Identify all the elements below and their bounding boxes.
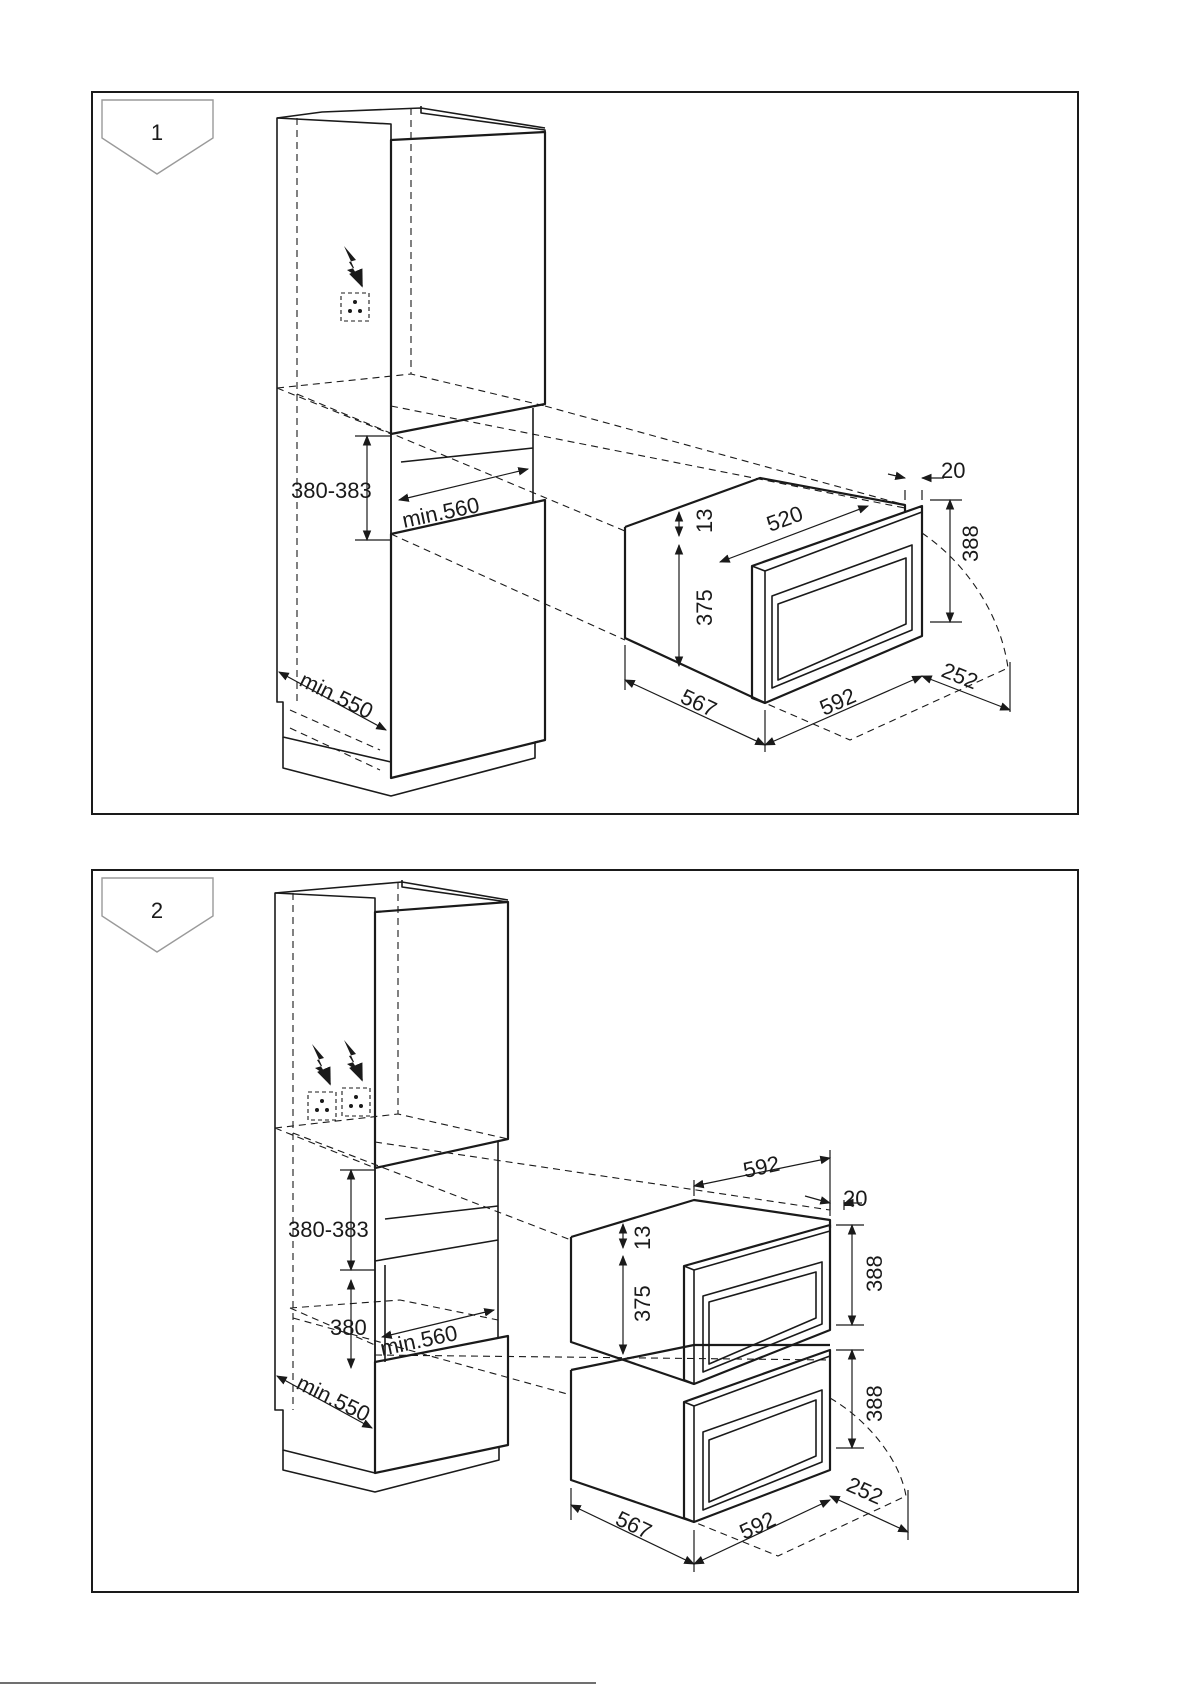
electrical-hazard-icon bbox=[344, 1040, 362, 1080]
dim-top-gap: 13 bbox=[630, 1226, 655, 1250]
dim-top-gap: 13 bbox=[692, 509, 717, 533]
appliance-fig2-upper bbox=[571, 1200, 830, 1384]
dim-lower-height: 380 bbox=[330, 1315, 367, 1340]
dimension-ext-lines bbox=[905, 490, 922, 500]
dim-front-width: 592 bbox=[736, 1506, 780, 1544]
appliance-top-edges bbox=[571, 1200, 830, 1237]
dim-front-height-upper: 388 bbox=[862, 1255, 887, 1292]
dim-front-width: 592 bbox=[816, 683, 860, 721]
dim-cabinet-width: min.560 bbox=[400, 492, 482, 533]
appliance-door-bevel bbox=[684, 1231, 830, 1384]
figure-1-frame bbox=[92, 92, 1078, 814]
upper-cabinet-door bbox=[391, 132, 545, 434]
dim-door-swing: 252 bbox=[938, 657, 981, 694]
dim-door-swing: 252 bbox=[843, 1472, 887, 1510]
dimension-arrow-icon bbox=[888, 474, 905, 478]
dim-front-height-lower: 388 bbox=[862, 1385, 887, 1422]
dim-cabinet-width: min.560 bbox=[378, 1320, 460, 1361]
lower-cabinet-door bbox=[391, 500, 545, 778]
upper-cabinet-door bbox=[375, 902, 508, 1168]
socket-outlet-icon bbox=[341, 293, 369, 321]
projection-lines bbox=[297, 394, 905, 640]
dim-cabinet-depth: min.550 bbox=[293, 1370, 374, 1427]
dimension-ext-lines bbox=[830, 1200, 844, 1210]
appliance-window-inner bbox=[709, 1272, 816, 1364]
dimension-ext-lines bbox=[836, 1225, 864, 1325]
appliance-window-inner bbox=[778, 558, 906, 680]
socket-outlet-icon bbox=[308, 1092, 336, 1120]
step-2-tab: 2 bbox=[102, 878, 213, 952]
electrical-hazard-icon bbox=[344, 246, 362, 286]
appliance-window bbox=[703, 1262, 822, 1372]
appliance-door-frame bbox=[684, 1350, 830, 1522]
step-1-label: 1 bbox=[151, 120, 163, 145]
figure-1: 1 bbox=[92, 92, 1078, 814]
dimensions-fig2: 380-383 380 min.560 min.550 592 20 13 37… bbox=[277, 1150, 908, 1572]
dim-body-height: 375 bbox=[692, 589, 717, 626]
dim-cabinet-depth: min.550 bbox=[296, 667, 377, 724]
step-1-tab: 1 bbox=[102, 100, 213, 174]
dim-front-height: 388 bbox=[958, 525, 983, 562]
dim-door-thickness: 20 bbox=[843, 1186, 867, 1211]
appliance-side-edges bbox=[571, 1370, 694, 1522]
step-2-label: 2 bbox=[151, 898, 163, 923]
appliance-window bbox=[772, 545, 912, 688]
dimension-arrow-icon bbox=[805, 1196, 830, 1203]
dim-depth: 567 bbox=[612, 1506, 656, 1544]
dim-depth: 567 bbox=[677, 684, 721, 722]
cabinet-side-panel bbox=[277, 118, 391, 762]
dim-body-height: 375 bbox=[630, 1285, 655, 1322]
dimension-ext-lines bbox=[836, 1350, 864, 1448]
dim-top-width: 592 bbox=[741, 1151, 782, 1183]
cabinet-hidden-lines bbox=[277, 108, 545, 702]
electrical-hazard-icon bbox=[312, 1044, 330, 1084]
figure-2: 2 bbox=[92, 870, 1078, 1592]
socket-outlet-icon bbox=[342, 1088, 370, 1116]
dim-door-thickness: 20 bbox=[941, 458, 965, 483]
dim-cabinet-height: 380-383 bbox=[291, 478, 372, 503]
dimensions-fig1: 380-383 min.560 min.550 13 375 520 20 38… bbox=[279, 436, 1010, 752]
dim-cabinet-height: 380-383 bbox=[288, 1217, 369, 1242]
door-swing-arc bbox=[765, 533, 1008, 740]
appliance-window bbox=[703, 1390, 822, 1510]
